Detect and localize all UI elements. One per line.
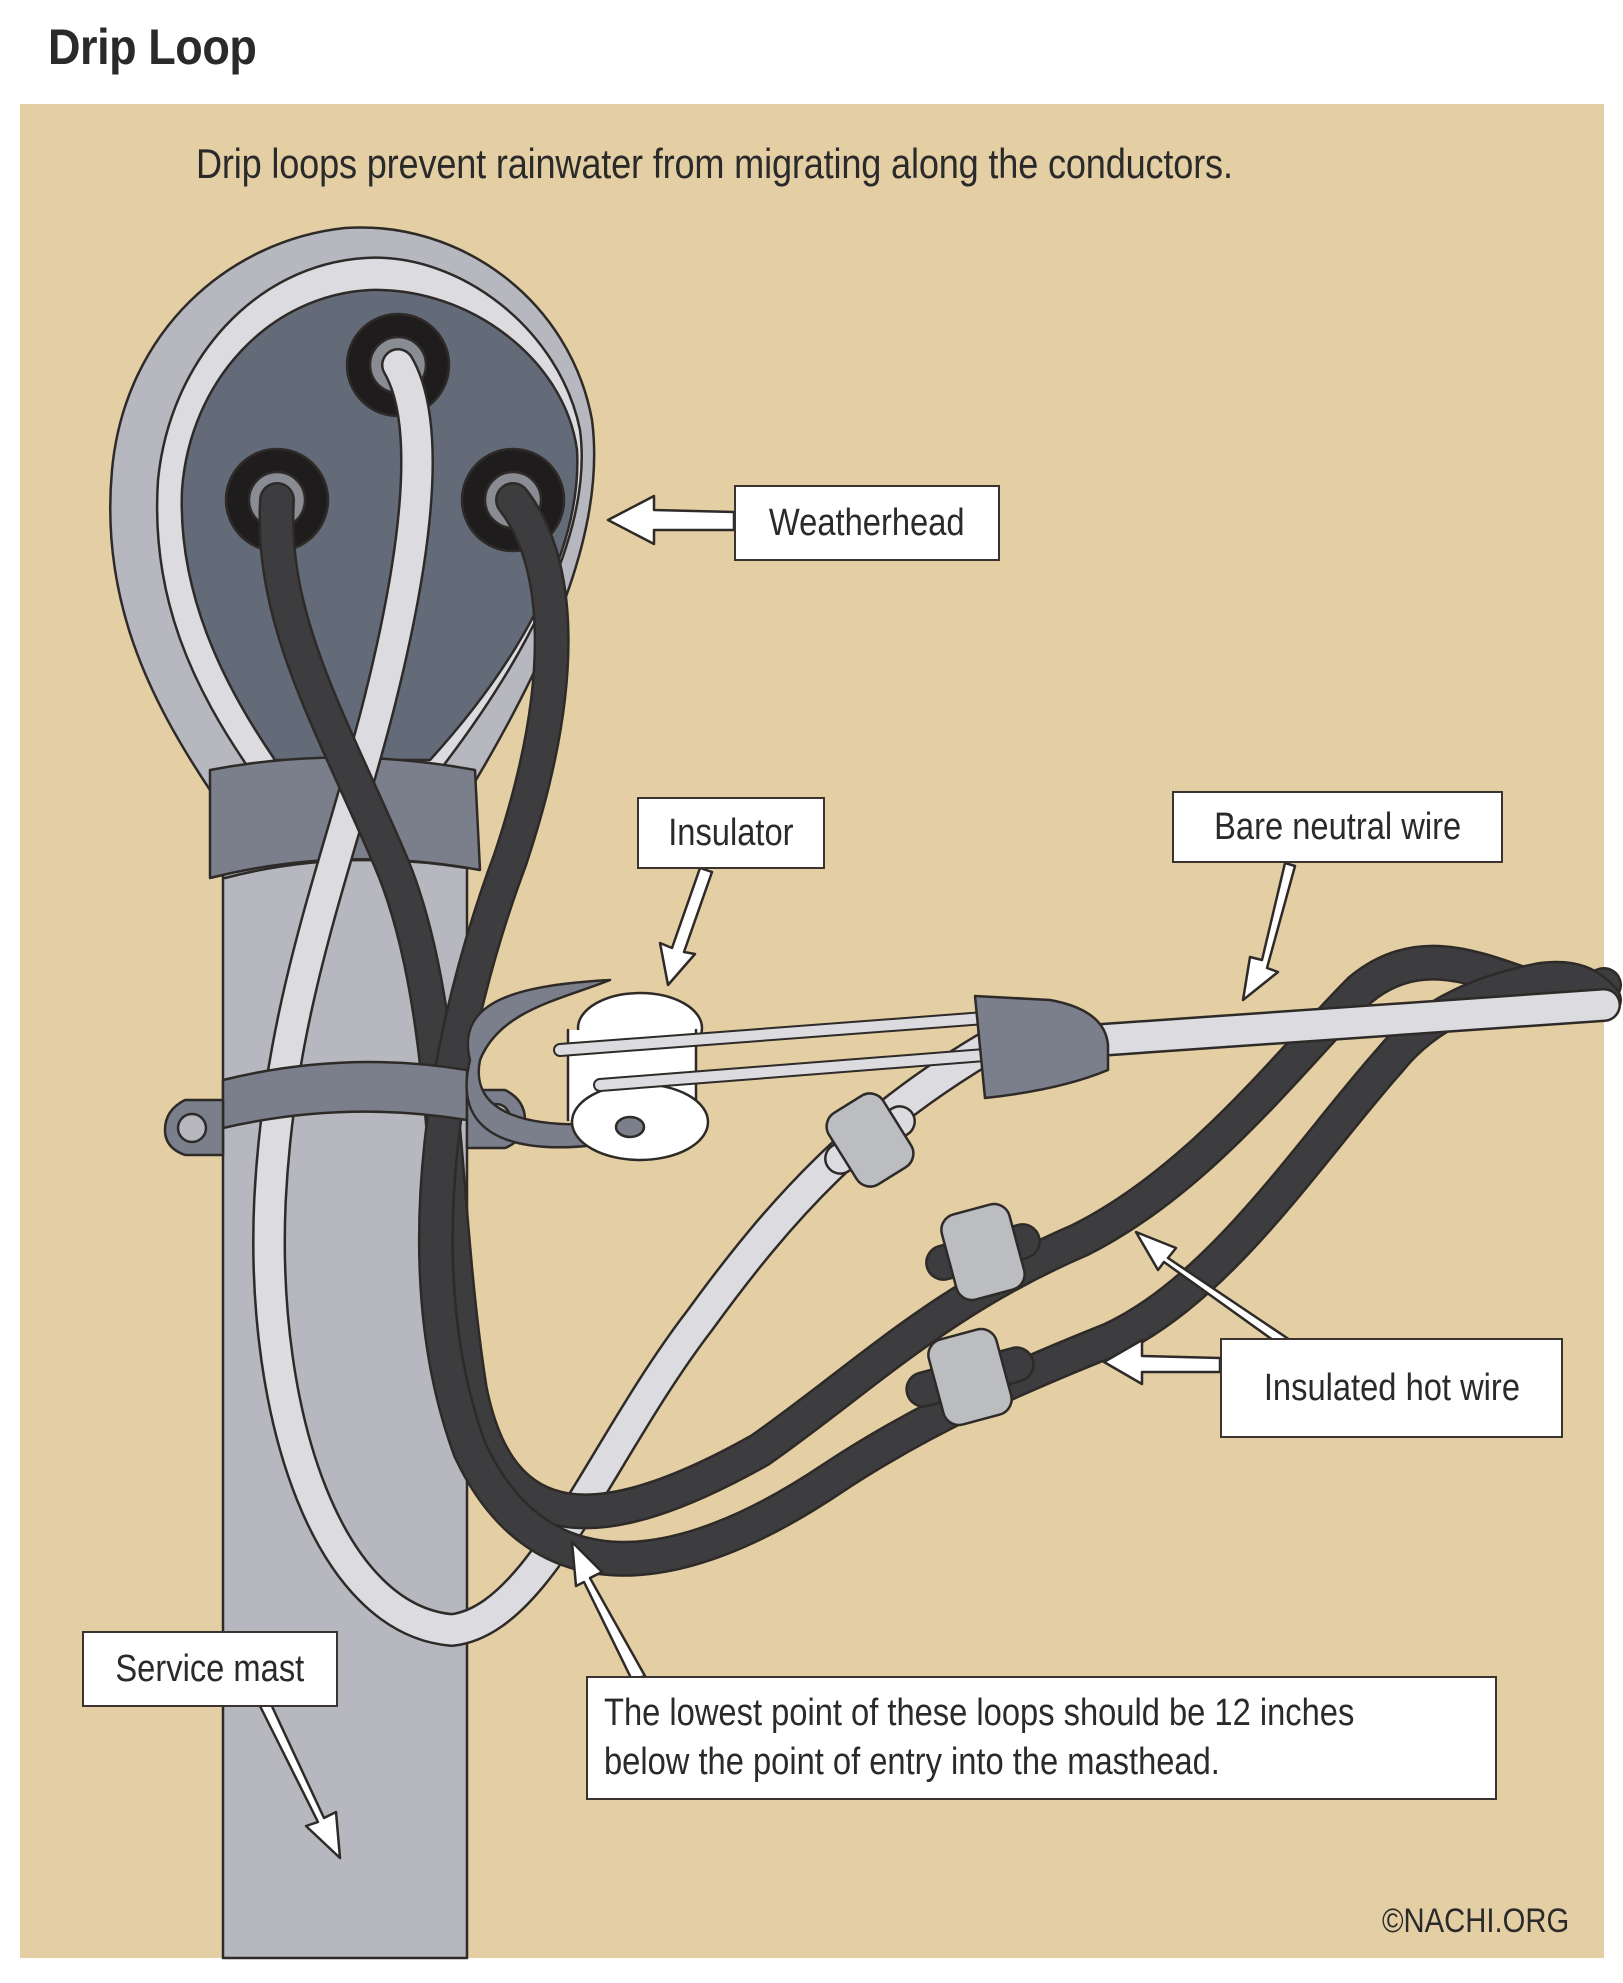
label-bare-neutral-text: Bare neutral wire bbox=[1213, 806, 1462, 848]
arrow-hot-a bbox=[1134, 1230, 1292, 1350]
clamp-ear-left bbox=[163, 1098, 225, 1157]
arrow-insulator bbox=[658, 866, 714, 987]
splice-connector-hot-b bbox=[905, 1327, 1035, 1427]
label-service-mast: Service mast bbox=[82, 1631, 338, 1707]
label-insulator: Insulator bbox=[637, 797, 825, 869]
label-insulated-hot: Insulated hot wire bbox=[1220, 1338, 1563, 1438]
splice-connector-neutral bbox=[824, 1092, 916, 1188]
page-title: Drip Loop bbox=[48, 19, 257, 75]
label-weatherhead-text: Weatherhead bbox=[769, 502, 965, 544]
label-insulator-text: Insulator bbox=[668, 812, 794, 854]
splice-connector-hot-a bbox=[925, 1202, 1041, 1302]
label-service-mast-text: Service mast bbox=[115, 1648, 305, 1690]
label-insulated-hot-text: Insulated hot wire bbox=[1263, 1367, 1520, 1409]
arrow-service-mast bbox=[258, 1700, 342, 1860]
arrow-lowest-point bbox=[570, 1540, 647, 1682]
subtitle: Drip loops prevent rainwater from migrat… bbox=[196, 140, 1233, 187]
arrow-hot-b bbox=[1102, 1338, 1222, 1386]
copyright-notice: ©NACHI.ORG bbox=[1382, 1902, 1570, 1940]
label-weatherhead: Weatherhead bbox=[734, 485, 1000, 561]
arrow-bare-neutral bbox=[1241, 861, 1297, 1002]
insulator-bracket bbox=[465, 978, 642, 1149]
label-lowest-point-line1: The lowest point of these loops should b… bbox=[604, 1691, 1355, 1734]
label-bare-neutral: Bare neutral wire bbox=[1172, 791, 1503, 863]
strain-clamp bbox=[973, 994, 1110, 1100]
arrow-weatherhead bbox=[606, 494, 736, 546]
label-lowest-point-line2: below the point of entry into the masthe… bbox=[604, 1741, 1220, 1783]
label-lowest-point: The lowest point of these loops should b… bbox=[586, 1676, 1497, 1800]
